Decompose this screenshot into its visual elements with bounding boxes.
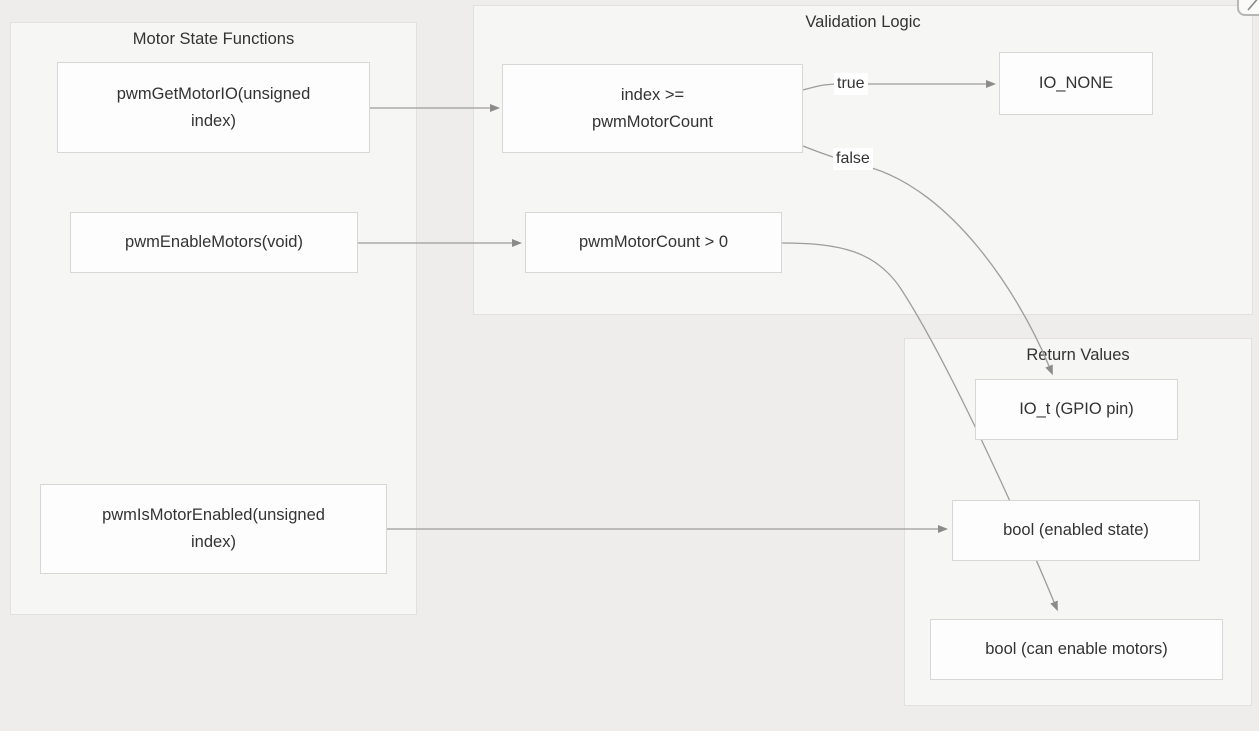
node-bool-can-enable: bool (can enable motors) [930, 619, 1223, 680]
node-label-line: IO_NONE [1038, 74, 1114, 92]
node-label-line: pwmMotorCount [591, 112, 714, 131]
edge-indexCheck-true-to-IO_NONE [802, 80, 996, 91]
group-title-validation-logic: Validation Logic [805, 13, 921, 31]
node-io-t: IO_t (GPIO pin) [975, 379, 1178, 440]
edge-label-false: false [833, 148, 873, 170]
node-label-line: index >= [620, 85, 685, 104]
node-label-line: pwmEnableMotors(void) [125, 233, 303, 251]
node-index-check: index >= pwmMotorCount [502, 64, 803, 153]
node-label-line: pwmIsMotorEnabled(unsigned [102, 506, 325, 524]
node-label-line: index) [191, 533, 236, 551]
node-pwmGetMotorIO: pwmGetMotorIO(unsigned index) [57, 62, 370, 153]
node-label-line: index) [191, 111, 236, 130]
node-count-check: pwmMotorCount > 0 [525, 212, 782, 273]
node-io-none: IO_NONE [999, 52, 1153, 115]
edge-label-true: true [834, 73, 868, 95]
edge-indexCheck-false-to-IO_t [802, 145, 1053, 376]
node-label-line: IO_t (GPIO pin) [1019, 400, 1134, 418]
node-pwmIsMotorEnabled: pwmIsMotorEnabled(unsigned index) [40, 484, 387, 574]
group-title-return-values: Return Values [1026, 346, 1130, 364]
node-label-line: pwmGetMotorIO(unsigned [116, 84, 311, 103]
expand-icon [1247, 0, 1258, 11]
node-label-line: bool (can enable motors) [985, 640, 1168, 658]
group-title-motor-state-functions: Motor State Functions [132, 30, 295, 48]
node-bool-enabled: bool (enabled state) [952, 500, 1200, 561]
node-label-line: pwmMotorCount > 0 [578, 233, 729, 251]
node-label-line: bool (enabled state) [1003, 521, 1149, 539]
node-pwmEnableMotors: pwmEnableMotors(void) [70, 212, 358, 273]
corner-expand-button[interactable] [1237, 0, 1259, 16]
